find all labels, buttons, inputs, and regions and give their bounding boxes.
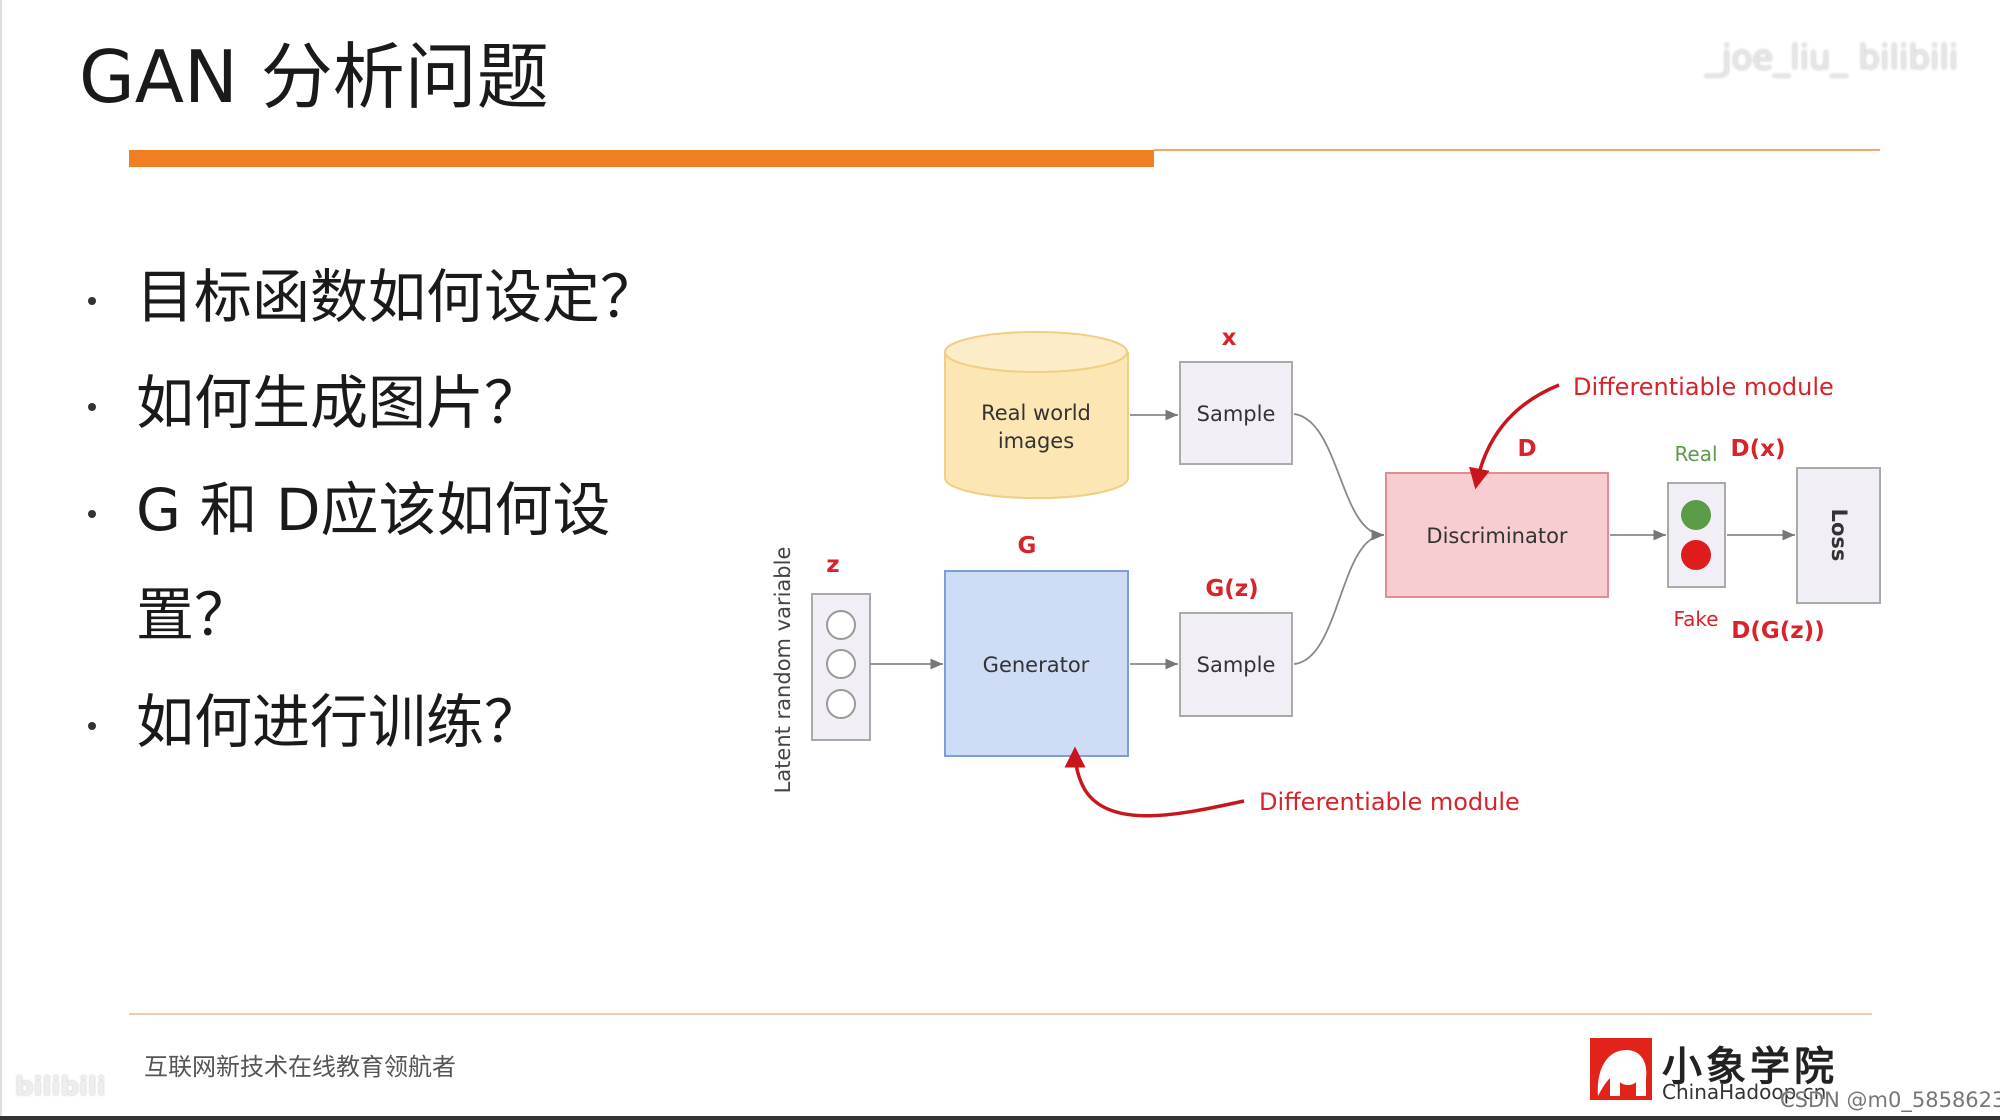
diff-arrow-generator <box>1064 746 1245 818</box>
real-images-label: images <box>998 429 1074 453</box>
fake-dot-icon <box>1681 540 1711 570</box>
discriminator-label: Discriminator <box>1426 524 1568 548</box>
elephant-logo-icon <box>1590 1038 1652 1100</box>
sample-fake-label: Sample <box>1197 653 1276 677</box>
z-label: z <box>826 552 839 578</box>
bullet-dot-icon <box>88 721 96 730</box>
sample-real-label: Sample <box>1197 402 1276 426</box>
latent-node-icon <box>826 610 856 640</box>
real-label: Real <box>1674 442 1717 466</box>
bullet-item: 目标函数如何设定？ <box>88 268 658 326</box>
title-underline-thin <box>1154 149 1880 151</box>
slide-title: GAN 分析问题 <box>79 35 549 119</box>
bullet-text: 如何进行训练？ <box>136 688 543 756</box>
bilibili-watermark: _joe_liu_ bilibili <box>1705 38 1959 78</box>
loss-box <box>1796 467 1881 604</box>
dx-label: D(x) <box>1731 436 1786 462</box>
footer-slogan: 互联网新技术在线教育领航者 <box>144 1053 456 1081</box>
bullet-text: 如何生成图片？ <box>136 369 543 437</box>
latent-node-icon <box>826 689 856 719</box>
connector-arrows <box>870 409 1795 670</box>
fake-label: Fake <box>1673 607 1718 631</box>
bullet-text: 目标函数如何设定？ <box>136 263 659 331</box>
discriminator-box <box>1385 472 1609 598</box>
diff-module-label-bottom: Differentiable module <box>1259 788 1520 816</box>
real-dot-icon <box>1681 500 1711 530</box>
latent-variable-label: Latent random variable <box>771 547 795 794</box>
bullet-item: G 和 D应该如何设 <box>88 481 610 539</box>
d-label: D <box>1517 436 1536 462</box>
bilibili-watermark-bottom: bilibili <box>15 1072 106 1102</box>
diff-arrow-discriminator <box>1469 383 1560 490</box>
logo-name-en: ChinaHadoop.cn <box>1662 1080 1827 1104</box>
sample-real-box <box>1179 361 1293 465</box>
real-images-database: Real world images <box>944 331 1129 500</box>
output-box <box>1667 482 1726 588</box>
x-label: x <box>1222 325 1237 351</box>
bullet-item: 如何进行训练？ <box>88 693 542 751</box>
sample-fake-box <box>1179 612 1293 717</box>
bottom-edge <box>0 1116 2000 1120</box>
g-label: G <box>1018 533 1037 559</box>
real-images-label: Real world <box>981 401 1091 425</box>
csdn-watermark: CSDN @m0_58586235 <box>1780 1088 2000 1112</box>
bullet-text: G 和 D应该如何设 <box>136 476 611 544</box>
slide-left-edge <box>0 0 2 1120</box>
logo-name-cn: 小象学院 <box>1662 1044 1838 1090</box>
bullet-dot-icon <box>88 296 96 305</box>
generator-label: Generator <box>983 653 1090 677</box>
footer-divider <box>129 1013 1872 1015</box>
dgz-label: D(G(z)) <box>1731 618 1824 644</box>
latent-node-icon <box>826 649 856 679</box>
bullet-dot-icon <box>88 402 96 411</box>
gz-label: G(z) <box>1205 576 1258 602</box>
bullet-dot-icon <box>88 509 96 518</box>
diff-module-label-top: Differentiable module <box>1573 373 1834 401</box>
bullet-continuation: 置？ <box>136 581 253 649</box>
bullet-item: 如何生成图片？ <box>88 374 542 432</box>
generator-box <box>944 570 1129 757</box>
loss-label: Loss <box>1827 509 1851 562</box>
chinahadoop-logo: 小象学院 ChinaHadoop.cn <box>1590 1036 1850 1104</box>
title-underline-accent <box>129 150 1154 167</box>
